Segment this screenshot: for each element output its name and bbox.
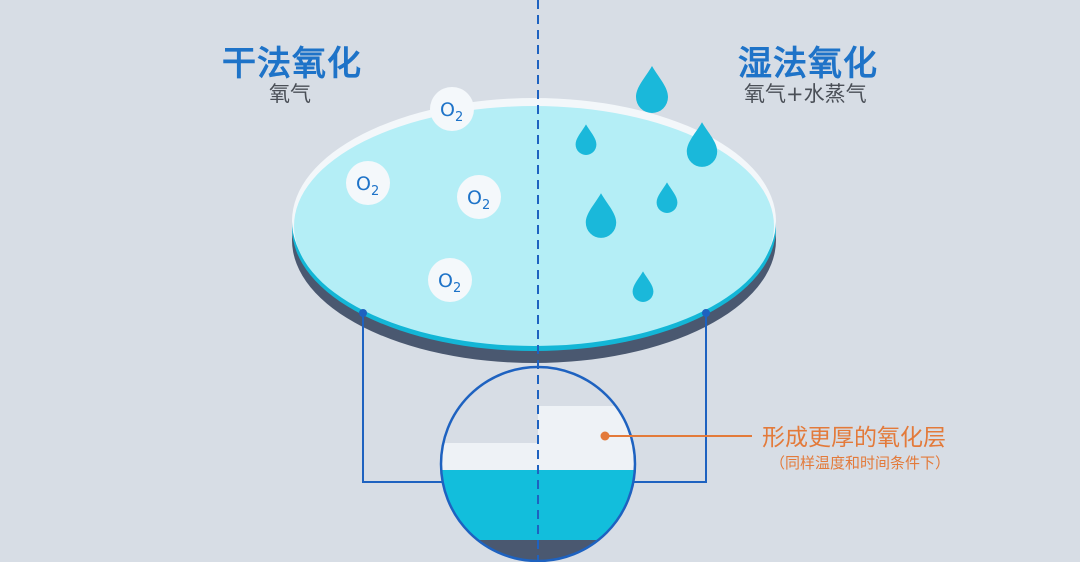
water-droplet-icon <box>585 193 617 238</box>
oxide-layer-wet <box>538 406 635 470</box>
oxygen-molecule: O2 <box>457 175 501 219</box>
callout-label: 形成更厚的氧化层 <box>762 425 946 451</box>
callout-note: （同样温度和时间条件下） <box>770 454 951 472</box>
zoom-cross-section <box>439 365 637 562</box>
oxygen-molecule: O2 <box>346 161 390 205</box>
wet-oxidation-subtitle: 氧气+水蒸气 <box>744 82 867 106</box>
substrate-base <box>441 540 635 561</box>
connector-lines <box>359 309 710 483</box>
dry-oxidation-title: 干法氧化 <box>222 44 362 84</box>
wet-oxidation-title: 湿法氧化 <box>738 44 878 84</box>
dry-oxidation-subtitle: 氧气 <box>269 82 311 106</box>
connector-dot-right <box>702 309 710 317</box>
connector-dot-left <box>359 309 367 317</box>
callout-dot <box>600 431 610 441</box>
oxide-layer-dry <box>441 443 540 470</box>
oxygen-molecule: O2 <box>430 87 474 131</box>
connector-right <box>634 313 707 483</box>
water-droplet-icon <box>632 271 654 302</box>
water-droplet-icon <box>686 122 718 167</box>
connector-left <box>362 313 442 483</box>
wafer <box>292 98 776 363</box>
water-droplet-icon <box>656 182 678 213</box>
water-droplet-icon <box>636 66 668 113</box>
oxygen-molecule: O2 <box>428 258 472 302</box>
wafer-surface <box>294 106 774 346</box>
callout-pointer <box>600 431 752 441</box>
water-droplet-icon <box>575 124 597 155</box>
silicon-layer <box>441 470 635 540</box>
